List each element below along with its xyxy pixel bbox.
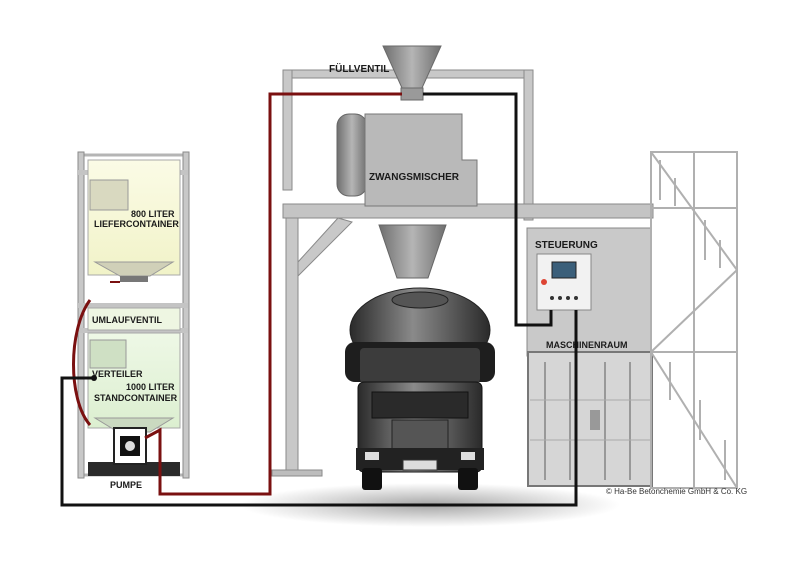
label-maschinenraum: MASCHINENRAUM: [546, 340, 628, 350]
circulation-loop: [72, 299, 92, 426]
circulation-valve-band: [87, 307, 181, 331]
label-zwangsmischer: ZWANGSMISCHER: [369, 172, 460, 183]
pump: [113, 427, 147, 465]
copyright-notice: © Ha-Be Betonchemie GmbH & Co. KG: [606, 487, 747, 496]
label-fuellventil: FÜLLVENTIL: [329, 62, 389, 75]
control-line-bottom: [60, 310, 578, 507]
standing-container-1000l: [87, 332, 181, 433]
compulsory-mixer: [336, 113, 478, 279]
label-1000-liter: 1000 LITER: [126, 382, 175, 392]
delivery-container-800l: [87, 159, 181, 282]
control-line-top: [423, 92, 553, 327]
control-cabinet: [536, 253, 592, 311]
label-standcontainer: STANDCONTAINER: [94, 393, 178, 403]
truck-mixer: [345, 287, 495, 490]
distributor-node: [91, 375, 97, 381]
label-umlaufventil: UMLAUFVENTIL: [92, 315, 162, 325]
label-steuerung: STEUERUNG: [535, 240, 598, 251]
fill-valve-hopper: [382, 45, 442, 101]
stair-tower: [650, 151, 738, 489]
supply-line: [144, 92, 402, 496]
label-800-liter: 800 LITER: [131, 209, 175, 219]
label-verteiler: VERTEILER: [92, 369, 143, 379]
label-liefercontainer: LIEFERCONTAINER: [94, 219, 179, 229]
label-pumpe: PUMPE: [110, 480, 142, 490]
